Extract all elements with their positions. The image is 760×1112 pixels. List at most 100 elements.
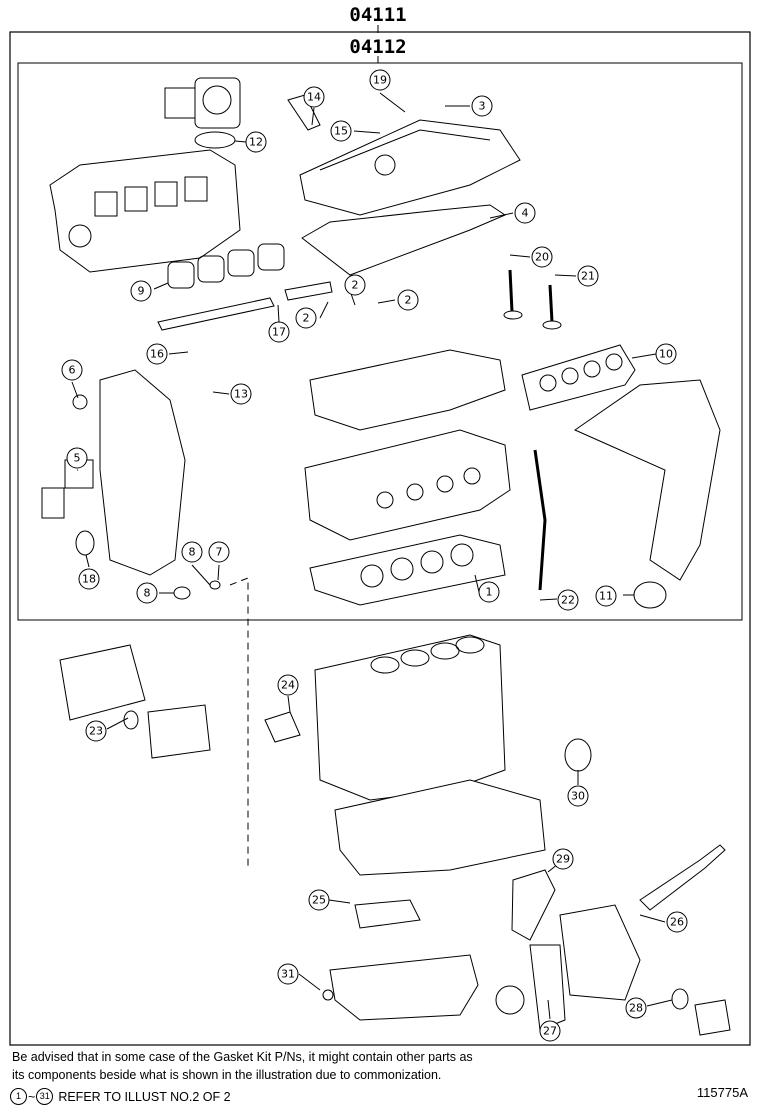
water-pump-gasket-illustration bbox=[511, 869, 556, 941]
callout-number: 25 bbox=[312, 894, 326, 907]
valve-illustration bbox=[503, 269, 562, 330]
callout-circle bbox=[344, 274, 366, 296]
callout-2: 2 bbox=[397, 289, 419, 311]
callout-15: 15 bbox=[330, 120, 352, 142]
callout-circle bbox=[130, 280, 152, 302]
dipstick-guide-illustration bbox=[533, 449, 547, 591]
callout-number: 23 bbox=[89, 725, 103, 738]
callout-8: 8 bbox=[181, 541, 203, 563]
callout-circle bbox=[230, 383, 252, 405]
parts-lower bbox=[59, 634, 731, 1036]
small-o-ring-illustration bbox=[209, 580, 221, 590]
callout-20: 20 bbox=[531, 246, 553, 268]
callout-circle bbox=[595, 585, 617, 607]
inner-kit-frame bbox=[17, 62, 743, 621]
callout-circle bbox=[208, 541, 230, 563]
leader-lines bbox=[71, 92, 673, 1020]
callout-11: 11 bbox=[595, 585, 617, 607]
throttle-body-illustration bbox=[164, 77, 241, 129]
ref-start-callout: 1 bbox=[10, 1088, 27, 1105]
callout-number: 18 bbox=[82, 573, 96, 586]
callout-number: 6 bbox=[69, 364, 76, 377]
callout-circle bbox=[136, 582, 158, 604]
callout-16: 16 bbox=[146, 343, 168, 365]
callout-circle bbox=[655, 343, 677, 365]
oil-strainer-illustration bbox=[354, 899, 421, 929]
callout-31: 31 bbox=[277, 963, 299, 985]
callout-number: 2 bbox=[352, 279, 359, 292]
callout-26: 26 bbox=[666, 911, 688, 933]
callout-circle bbox=[61, 359, 83, 381]
callout-14: 14 bbox=[303, 86, 325, 108]
ref-tilde: ~ bbox=[28, 1089, 36, 1104]
callout-number: 9 bbox=[138, 285, 145, 298]
callout-number: 27 bbox=[543, 1025, 557, 1038]
callout-9: 9 bbox=[130, 280, 152, 302]
callout-number: 1 bbox=[486, 586, 493, 599]
callout-24: 24 bbox=[277, 674, 299, 696]
callout-circle bbox=[514, 202, 536, 224]
callout-number: 10 bbox=[659, 348, 673, 361]
water-pump-illustration bbox=[559, 904, 641, 1001]
front-oil-seal-illustration bbox=[633, 581, 667, 609]
callout-circle bbox=[295, 307, 317, 329]
inner-kit-part-number: 04112 bbox=[349, 36, 406, 58]
callout-circle bbox=[303, 86, 325, 108]
exhaust-manifold-illustration bbox=[573, 379, 721, 581]
timing-cover-illustration bbox=[99, 369, 186, 576]
callout-2: 2 bbox=[344, 274, 366, 296]
callout-17: 17 bbox=[268, 321, 290, 343]
callout-number: 30 bbox=[571, 790, 585, 803]
callout-number: 19 bbox=[373, 74, 387, 87]
callout-4: 4 bbox=[514, 202, 536, 224]
head-gasket-illustration bbox=[309, 534, 506, 606]
callout-number: 15 bbox=[334, 125, 348, 138]
disclaimer-line-2: its components beside what is shown in t… bbox=[12, 1068, 442, 1082]
callout-18: 18 bbox=[78, 568, 100, 590]
callout-number: 11 bbox=[599, 590, 613, 603]
callout-circle bbox=[330, 120, 352, 142]
rear-cover-illustration bbox=[59, 644, 146, 721]
reference-note: 1 ~ 31 REFER TO ILLUST NO.2 OF 2 bbox=[10, 1088, 231, 1105]
outer-kit-part-number: 04111 bbox=[349, 4, 406, 26]
callout-circle bbox=[577, 265, 599, 287]
head-cover-illustration bbox=[299, 119, 521, 216]
washer-illustration bbox=[72, 394, 88, 410]
callout-7: 7 bbox=[208, 541, 230, 563]
callout-27: 27 bbox=[539, 1020, 561, 1042]
callout-number: 13 bbox=[234, 388, 248, 401]
callout-circle bbox=[308, 889, 330, 911]
callout-number: 31 bbox=[281, 968, 295, 981]
callout-number: 4 bbox=[522, 207, 529, 220]
callout-number: 2 bbox=[303, 312, 310, 325]
callout-1: 1 bbox=[478, 581, 500, 603]
rear-oil-seal-illustration bbox=[564, 738, 592, 772]
callout-circle bbox=[146, 343, 168, 365]
callout-circle bbox=[567, 785, 589, 807]
head-cover-gasket-illustration bbox=[301, 204, 507, 276]
callout-circle bbox=[268, 321, 290, 343]
callout-number: 2 bbox=[405, 294, 412, 307]
oil-pan-upper-illustration bbox=[334, 779, 546, 876]
callout-number: 22 bbox=[561, 594, 575, 607]
callout-circle bbox=[277, 963, 299, 985]
callout-3: 3 bbox=[471, 95, 493, 117]
callout-number: 26 bbox=[670, 916, 684, 929]
callout-28: 28 bbox=[625, 997, 647, 1019]
callout-number: 16 bbox=[150, 348, 164, 361]
parts-upper bbox=[41, 77, 721, 609]
callout-12: 12 bbox=[245, 131, 267, 153]
callout-circle bbox=[369, 69, 391, 91]
illustration-id: 115775A bbox=[696, 1085, 748, 1100]
disclaimer-line-1: Be advised that in some case of the Gask… bbox=[12, 1050, 473, 1064]
water-pipe-illustration bbox=[639, 844, 726, 911]
callout-circle bbox=[478, 581, 500, 603]
callout-circle bbox=[397, 289, 419, 311]
callout-number: 29 bbox=[556, 853, 570, 866]
callout-23: 23 bbox=[85, 720, 107, 742]
callout-number: 28 bbox=[629, 1002, 643, 1015]
cylinder-block-illustration bbox=[314, 634, 506, 801]
callout-21: 21 bbox=[577, 265, 599, 287]
callout-number: 12 bbox=[249, 136, 263, 149]
